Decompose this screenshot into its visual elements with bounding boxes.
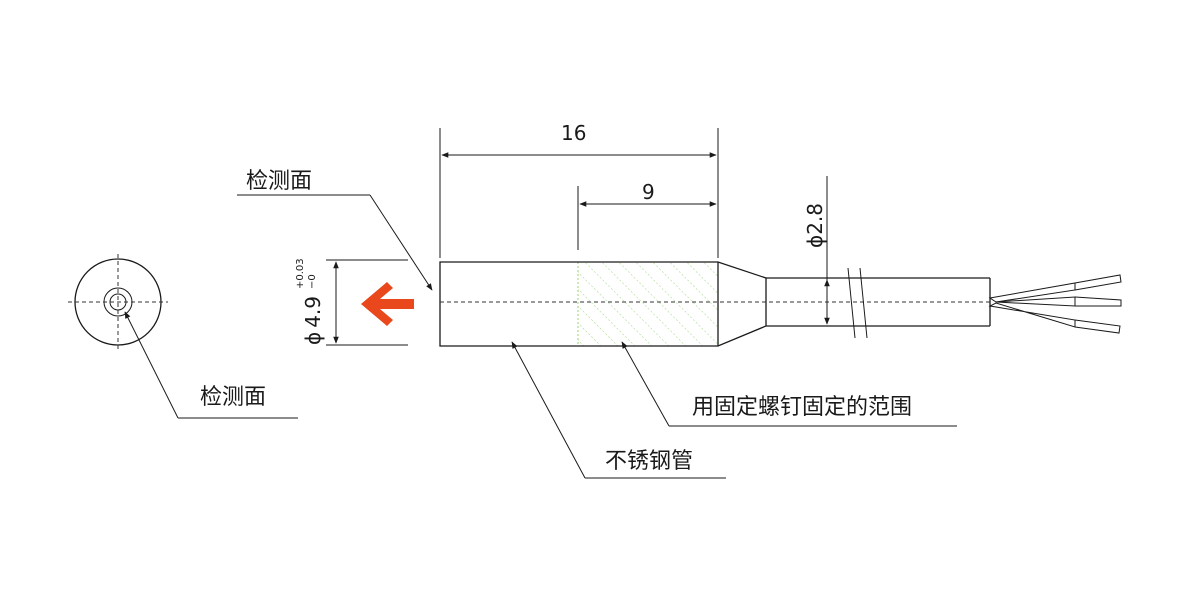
leader-screw-fix [621,341,670,427]
label-screw-fix-range: 用固定螺钉固定的范围 [692,395,912,420]
break-mark-1 [847,267,856,339]
wire-bottom-conductor [1074,319,1121,334]
length-16-dimension: 16 [439,121,719,258]
body-diameter-text: ϕ4.9 [301,296,325,345]
leader-top [369,194,433,291]
wire-middle [995,296,1076,307]
cable-diameter-text: ϕ2.8 [803,203,827,248]
overall-length-text: 16 [561,121,586,145]
wire-top [988,282,1076,303]
label-stainless-tube: 不锈钢管 [605,449,693,474]
screw-fix-zone-hatch [578,262,718,346]
leader-stainless-tube [511,341,586,479]
wire-middle-conductor [1074,296,1122,307]
tolerance-upper: +0.03 [295,258,306,289]
end-view [68,254,298,419]
wire-top-conductor [1074,274,1122,291]
label-detection-face-left: 检测面 [200,385,266,410]
label-detection-face-top: 检测面 [246,169,312,194]
leader-end-view [124,311,179,419]
body-diameter-dimension: ϕ4.9 +0.03 −0 [295,258,408,346]
fix-length-text: 9 [642,180,655,204]
wire-bottom [988,302,1076,328]
sensor-body [439,261,991,347]
left-arrow-icon [361,282,414,326]
lead-wires [988,274,1122,334]
cable-diameter-dimension: ϕ2.8 [803,176,830,325]
length-9-dimension: 9 [577,180,717,250]
tolerance-lower: −0 [307,274,318,289]
break-mark-2 [859,267,868,339]
